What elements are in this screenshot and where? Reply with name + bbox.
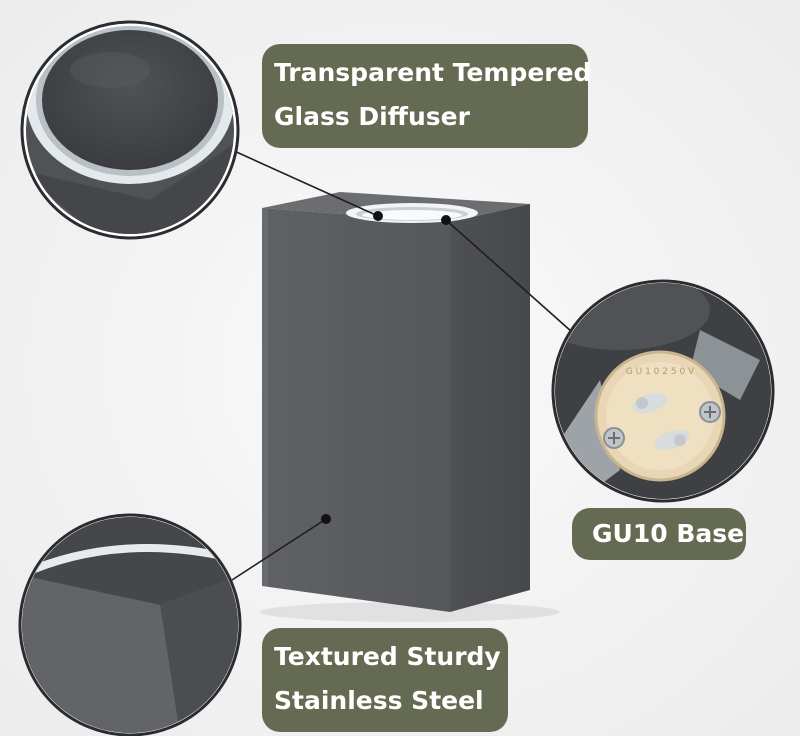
gu10-base-callout: GU10 Base — [572, 508, 746, 560]
callout-line: Transparent Tempered — [274, 58, 592, 87]
gu10-socket-zoom: G U 1 0 2 5 0 V — [551, 279, 775, 503]
callout-line: Glass Diffuser — [274, 102, 470, 131]
svg-text:G U 1 0 2 5 0 V: G U 1 0 2 5 0 V — [626, 367, 695, 377]
connector-dot — [441, 215, 451, 225]
corner-texture-zoom — [18, 513, 242, 736]
callout-line: GU10 Base — [592, 519, 745, 548]
connector-dot — [321, 514, 331, 524]
connector-lines — [231, 149, 573, 581]
lamp-body — [260, 192, 560, 622]
connector-dot — [373, 211, 383, 221]
glass-ring-zoom — [20, 20, 240, 240]
glass-diffuser-callout: Transparent Tempered Glass Diffuser — [262, 44, 592, 148]
callout-line: Textured Sturdy — [274, 642, 501, 671]
stainless-steel-callout: Textured Sturdy Stainless Steel — [262, 628, 508, 732]
callout-line: Stainless Steel — [274, 686, 484, 715]
